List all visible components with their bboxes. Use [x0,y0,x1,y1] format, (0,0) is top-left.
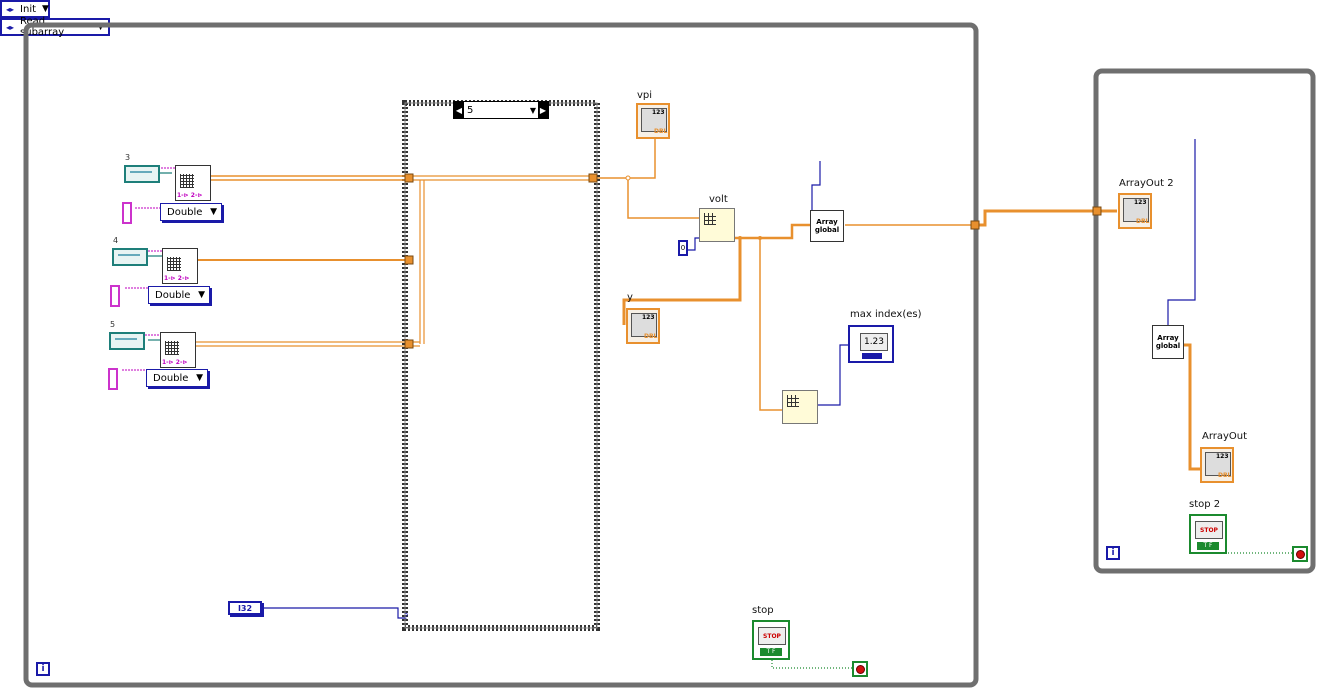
wire-junction [738,236,742,240]
channel-label-2: 4 [113,236,119,245]
arrayout2-label: ArrayOut 2 [1119,178,1174,189]
volt-label: volt [709,194,728,205]
y-label: y [627,292,633,303]
format-node-1[interactable]: 1-⊳ 2-⊳ [175,165,211,201]
fp-constant-3[interactable] [108,368,118,390]
channel-label-1: 3 [125,153,131,162]
case-prev-icon[interactable]: ◀ [454,102,464,118]
index-array-function[interactable] [699,208,735,242]
dbl-wires [196,130,1200,471]
stop-if-true-icon[interactable] [852,661,868,677]
case-selector-value: 5 [467,104,474,116]
array-max-min-function[interactable] [782,390,818,424]
init-enum-constant[interactable]: ◂▸Init▼ [0,0,50,18]
i32-constant[interactable]: I32 [228,601,262,615]
enum-wires [262,139,1196,619]
iteration-terminal-icon: i [1106,546,1120,560]
tunnels [404,173,1102,349]
wire-junction [758,236,762,240]
type-ring-2[interactable]: Double▼ [148,286,210,304]
max-index-indicator[interactable]: 1.23 [848,325,894,363]
triangle-down-icon: ▼ [198,290,205,300]
daq-task-constant-1[interactable] [124,165,160,183]
case-structure-outline [404,102,598,629]
triangle-down-icon: ▼ [210,207,217,217]
stop2-label: stop 2 [1189,499,1221,510]
stop-label: stop [752,605,774,616]
wire-junction [625,175,631,181]
enum-arrows-icon: ◂▸ [6,4,15,14]
format-node-2[interactable]: 1-⊳ 2-⊳ [162,248,198,284]
case-selector-terminal[interactable]: ? [404,612,409,621]
case-next-icon[interactable]: ▶ [538,102,548,118]
arrayout-label: ArrayOut [1202,431,1248,442]
outer-while-loop[interactable] [23,22,979,688]
fp-constant-2[interactable] [110,285,120,307]
daq-task-constant-2[interactable] [112,248,148,266]
iteration-terminal-icon: i [36,662,50,676]
triangle-down-icon: ▼ [42,4,49,14]
type-ring-3[interactable]: Double▼ [146,369,208,387]
triangle-down-icon: ▼ [196,373,203,383]
type-ring-1[interactable]: Double▼ [160,203,222,221]
channel-label-3: 5 [110,320,116,329]
format-node-3[interactable]: 1-⊳ 2-⊳ [160,332,196,368]
right-while-loop[interactable] [1093,68,1316,574]
enum-arrows-icon: ◂▸ [6,22,15,32]
vpi-label: vpi [637,90,653,101]
zero-constant[interactable]: 0 [678,240,688,256]
case-dropdown-icon[interactable]: ▼ [529,105,537,115]
array-global-write[interactable]: Array global [810,210,844,242]
case-selector[interactable]: ◀ 5 ▼ ▶ [453,101,549,119]
fp-constant-1[interactable] [122,202,132,224]
daq-task-constant-3[interactable] [109,332,145,350]
case-structure-border[interactable] [402,100,600,631]
bool-wires [771,552,1294,669]
stop-if-true-icon[interactable] [1292,546,1308,562]
max-index-label: max index(es) [850,309,922,320]
